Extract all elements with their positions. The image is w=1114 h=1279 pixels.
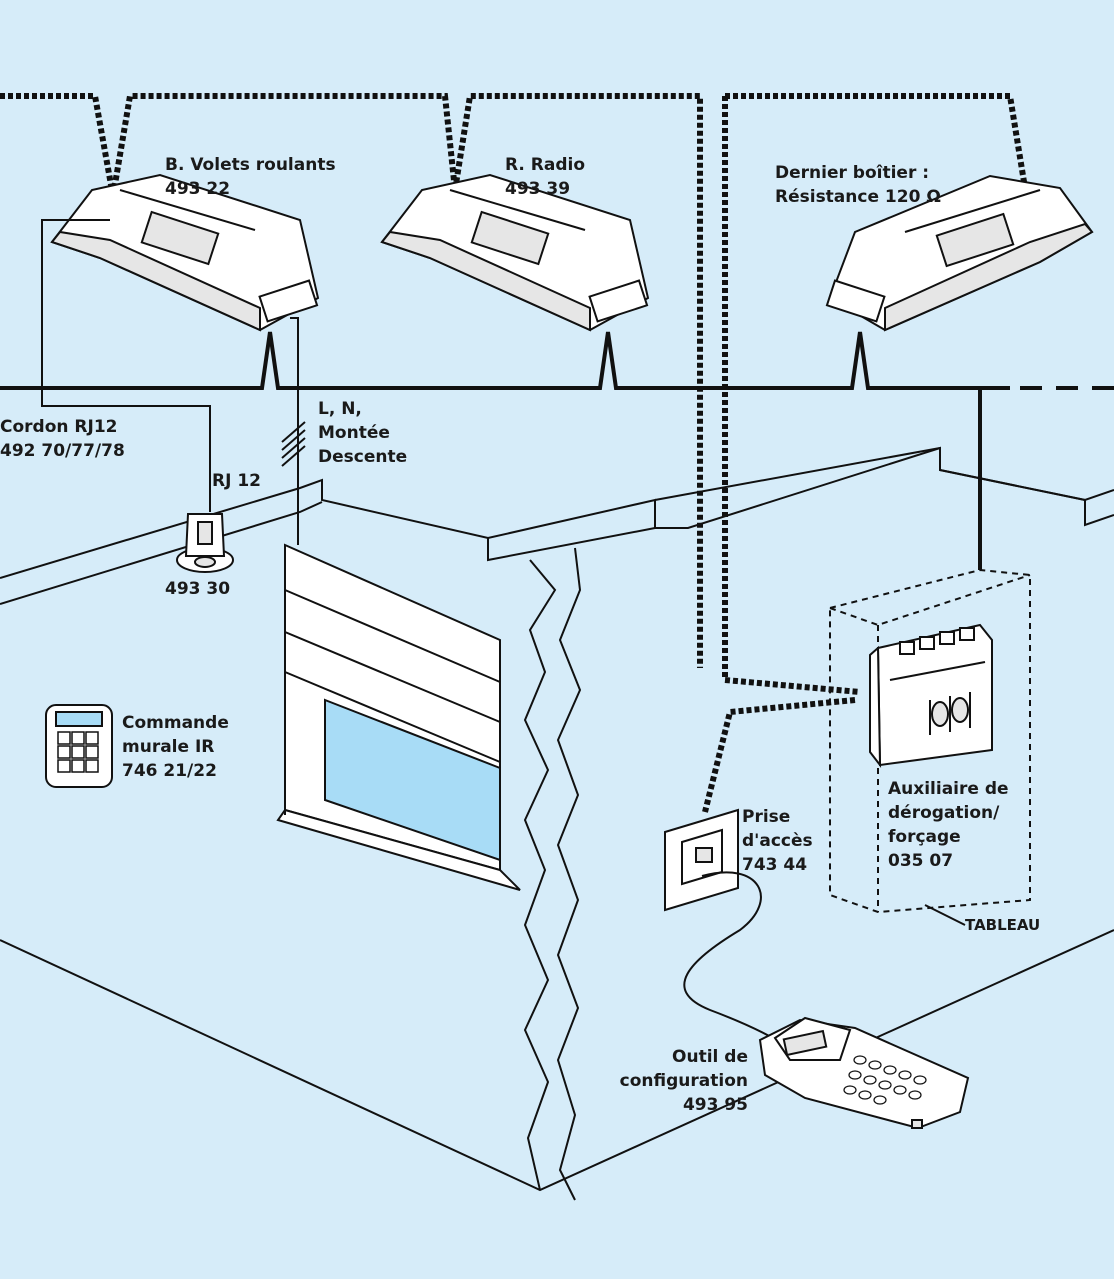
rj12-socket-icon[interactable] — [176, 513, 234, 573]
label-tableau: TABLEAU — [965, 916, 1040, 934]
module-last[interactable] — [825, 174, 1094, 332]
wall-jack-icon[interactable] — [664, 808, 739, 912]
din-rail-module-icon[interactable] — [869, 623, 993, 769]
ir-keypad-icon[interactable] — [45, 704, 113, 788]
label-module-r-ref: 493 39 — [505, 179, 570, 199]
label-lnm-2: Montée — [318, 423, 390, 443]
label-module-r-name: R. Radio — [505, 155, 585, 175]
label-module-b-name: B. Volets roulants — [165, 155, 336, 175]
label-socket-ref: 493 30 — [165, 579, 230, 599]
label-prise-3: 743 44 — [742, 855, 807, 875]
label-ir-1: Commande — [122, 713, 229, 733]
label-lnm-1: L, N, — [318, 399, 362, 419]
label-rj12: RJ 12 — [212, 471, 261, 491]
module-r-radio[interactable] — [380, 173, 650, 332]
power-wires — [281, 317, 306, 545]
label-outil-1: Outil de — [672, 1047, 748, 1067]
label-resistance: Résistance 120 Ω — [775, 187, 941, 207]
room-outline — [0, 446, 1114, 1201]
label-ir-2: murale IR — [122, 737, 214, 757]
label-aux-2: dérogation/ — [888, 803, 1000, 823]
module-b-volets[interactable] — [50, 173, 320, 332]
label-cordon-ref: 492 70/77/78 — [0, 441, 125, 461]
config-handset-icon[interactable] — [758, 1016, 970, 1130]
label-aux-4: 035 07 — [888, 851, 953, 871]
label-prise-1: Prise — [742, 807, 790, 827]
dotted-links — [0, 93, 1028, 813]
rj12-cord — [41, 219, 211, 512]
label-prise-2: d'accès — [742, 831, 813, 851]
label-ir-3: 746 21/22 — [122, 761, 217, 781]
label-aux-1: Auxiliaire de — [888, 779, 1009, 799]
label-cordon: Cordon RJ12 — [0, 417, 117, 437]
label-outil-3: 493 95 — [683, 1095, 748, 1115]
roller-shutter-icon[interactable] — [276, 543, 521, 891]
label-aux-3: forçage — [888, 827, 961, 847]
handset-cable — [683, 871, 801, 1056]
label-outil-2: configuration — [620, 1071, 748, 1091]
label-last-module: Dernier boîtier : — [775, 163, 929, 183]
labels: B. Volets roulants 493 22 R. Radio 493 3… — [0, 155, 1040, 1115]
bus-cable — [0, 331, 1114, 570]
tableau-leader — [924, 904, 966, 926]
label-module-b-ref: 493 22 — [165, 179, 230, 199]
label-lnm-3: Descente — [318, 447, 407, 467]
